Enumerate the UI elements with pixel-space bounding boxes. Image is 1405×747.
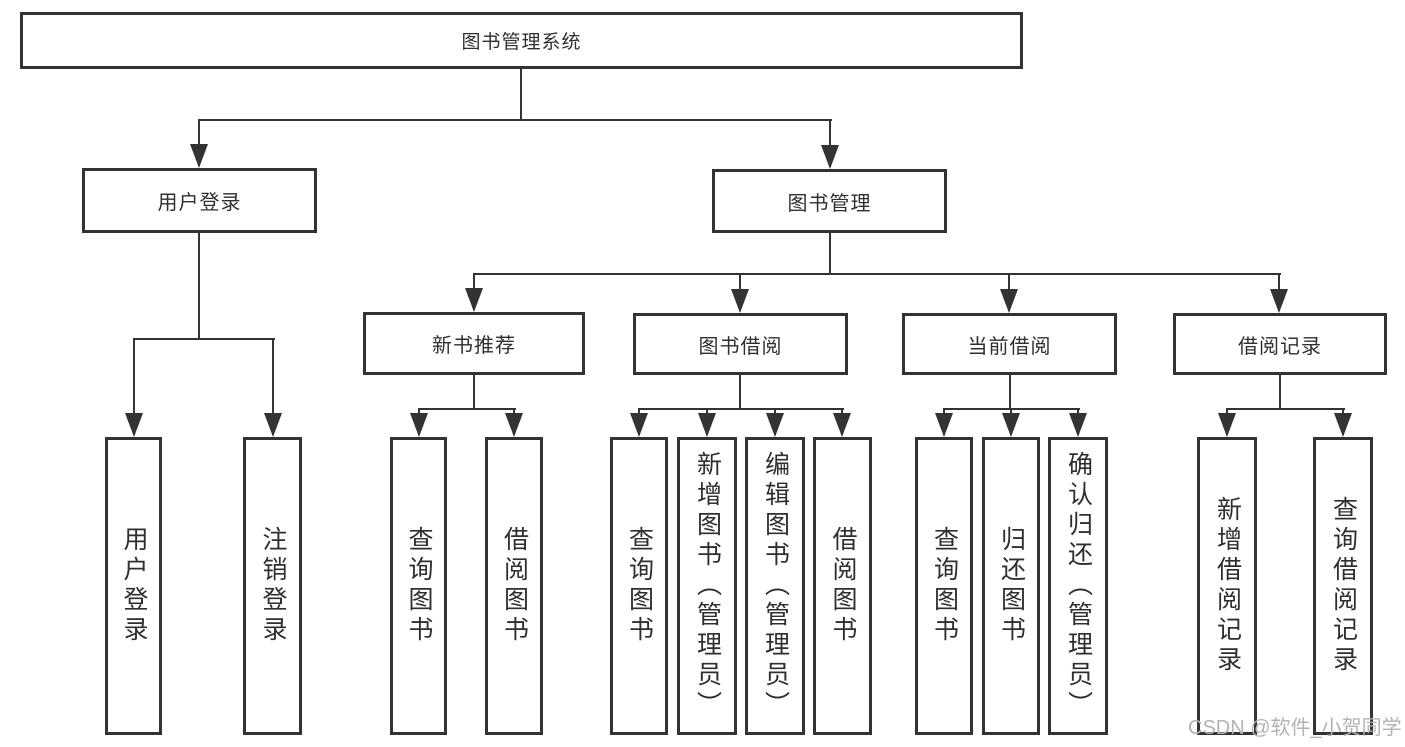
node-new-book-recommend: 新书推荐 (363, 312, 585, 375)
node-borrow-records-label: 借阅记录 (1238, 335, 1322, 358)
arrow-down (1270, 273, 1288, 313)
arrow-down (1000, 273, 1018, 313)
connector-line (133, 338, 275, 340)
leaf-borrow-books-borrow-label: 借阅图书 (829, 526, 857, 646)
leaf-borrow-books-newbook-label: 借阅图书 (500, 526, 529, 646)
node-root-label: 图书管理系统 (461, 32, 582, 53)
node-book-borrow: 图书借阅 (633, 313, 848, 375)
leaf-query-books-current: 查询图书 (915, 437, 973, 735)
leaf-confirm-return-admin-label: 确认归还（管理员） (1064, 451, 1093, 721)
arrow-down (1218, 408, 1236, 437)
leaf-query-books-newbook: 查询图书 (390, 437, 447, 735)
arrow-down (125, 338, 143, 437)
leaf-query-books-borrow-label: 查询图书 (625, 526, 654, 646)
node-borrow-records: 借阅记录 (1173, 313, 1387, 375)
arrow-down (1069, 408, 1087, 437)
arrow-down (821, 119, 839, 169)
arrow-down (190, 119, 208, 168)
leaf-add-book-admin: 新增图书（管理员） (677, 437, 737, 735)
leaf-user-login: 用户登录 (105, 437, 162, 735)
connector-line (520, 69, 522, 121)
leaf-add-book-admin-label: 新增图书（管理员） (693, 451, 722, 721)
arrow-down (698, 408, 716, 437)
leaf-return-book-label: 归还图书 (997, 526, 1026, 646)
node-user-login: 用户登录 (82, 168, 317, 233)
leaf-edit-book-admin: 编辑图书（管理员） (745, 437, 805, 735)
node-current-borrow-label: 当前借阅 (967, 335, 1052, 358)
connector-line (1009, 374, 1011, 410)
leaf-query-books-borrow: 查询图书 (610, 437, 668, 735)
connector-line (198, 119, 832, 121)
leaf-query-books-current-label: 查询图书 (930, 526, 959, 646)
node-book-management-label: 图书管理 (787, 192, 872, 215)
leaf-borrow-books-newbook: 借阅图书 (485, 437, 543, 735)
leaf-user-login-label: 用户登录 (120, 526, 148, 646)
leaf-add-borrow-record: 新增借阅记录 (1197, 437, 1257, 735)
connector-line (418, 408, 516, 410)
node-user-login-label: 用户登录 (157, 192, 242, 214)
arrow-down (1002, 408, 1020, 437)
connector-line (473, 273, 1281, 275)
watermark: CSDN @软件_小贺同学 (1188, 717, 1402, 739)
arrow-down (465, 273, 483, 312)
leaf-confirm-return-admin: 确认归还（管理员） (1048, 437, 1108, 735)
arrow-down (935, 408, 953, 437)
connector-line (829, 233, 831, 275)
connector-line (473, 375, 475, 410)
connector-line (638, 408, 844, 410)
node-book-borrow-label: 图书借阅 (698, 335, 783, 358)
arrow-down (766, 408, 784, 437)
connector-line (739, 374, 741, 410)
connector-line (1279, 374, 1281, 410)
connector-line (1226, 408, 1345, 410)
node-book-management: 图书管理 (712, 169, 947, 233)
arrow-down (731, 273, 749, 313)
leaf-query-borrow-record-label: 查询借阅记录 (1329, 496, 1358, 676)
arrow-down (833, 408, 851, 437)
arrow-down (505, 408, 523, 437)
leaf-query-borrow-record: 查询借阅记录 (1313, 437, 1373, 735)
leaf-logout: 注销登录 (243, 437, 302, 735)
arrow-down (410, 408, 428, 437)
leaf-borrow-books-borrow: 借阅图书 (813, 437, 872, 735)
leaf-query-books-newbook-label: 查询图书 (405, 526, 433, 646)
connector-line (198, 233, 200, 340)
leaf-logout-label: 注销登录 (259, 526, 287, 646)
leaf-add-borrow-record-label: 新增借阅记录 (1213, 496, 1242, 676)
leaf-edit-book-admin-label: 编辑图书（管理员） (761, 451, 790, 721)
node-current-borrow: 当前借阅 (902, 313, 1117, 375)
arrow-down (1334, 408, 1352, 437)
node-root: 图书管理系统 (20, 12, 1023, 69)
arrow-down (630, 408, 648, 437)
leaf-return-book: 归还图书 (982, 437, 1040, 735)
node-new-book-recommend-label: 新书推荐 (432, 335, 516, 357)
arrow-down (264, 338, 282, 437)
